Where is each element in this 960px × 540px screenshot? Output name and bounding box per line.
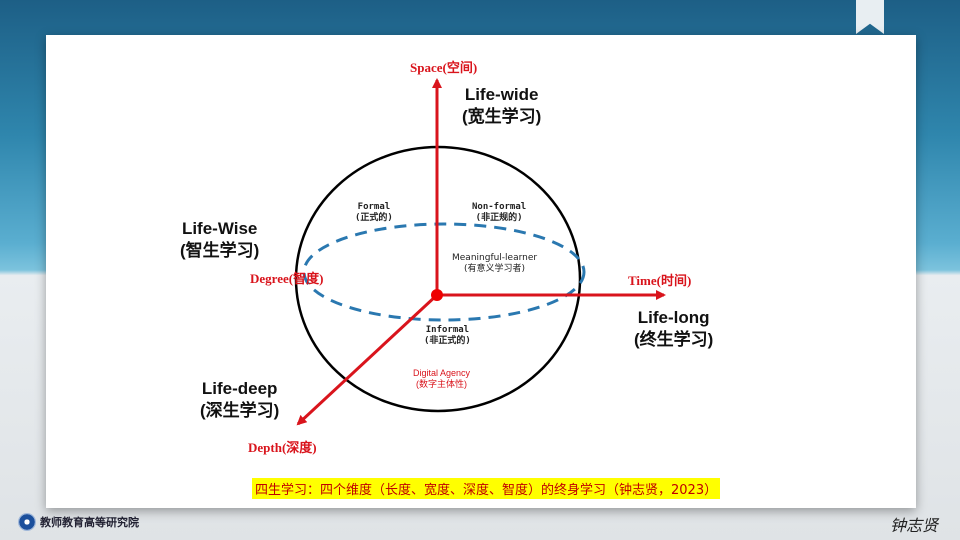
life-wise-zh: (智生学习) — [180, 241, 260, 260]
equator-dashed-ellipse — [302, 222, 586, 322]
degree-axis-label: Degree(智度) — [250, 271, 324, 286]
life-wise-en: Life-Wise — [181, 219, 258, 238]
life-long-zh: (终生学习) — [634, 330, 714, 349]
digital-agency-label: Digital Agency(数字主体性) — [413, 368, 470, 390]
caption: 四生学习：四个维度（长度、宽度、深度、智度）的终身学习（钟志贤，2023） — [252, 478, 721, 499]
footer-institute: 教师教育高等研究院 — [18, 513, 139, 531]
life-long-label: Life-long (终生学习) — [634, 307, 713, 351]
slide-card — [46, 35, 916, 508]
life-deep-zh: (深生学习) — [200, 401, 280, 420]
origin-dot — [431, 289, 443, 301]
life-wise-label: Life-Wise (智生学习) — [180, 218, 259, 262]
informal-zh: (非正式的) — [424, 336, 471, 346]
nonformal-en: Non-formal — [472, 202, 527, 212]
formal-zh: (正式的) — [355, 213, 393, 223]
life-deep-en: Life-deep — [201, 379, 278, 398]
nonformal-label: Non-formal(非正规的) — [472, 202, 526, 224]
institute-name: 教师教育高等研究院 — [40, 516, 139, 529]
digital-zh: (数字主体性) — [416, 379, 468, 389]
formal-label: Formal(正式的) — [355, 202, 393, 224]
institute-logo-icon — [18, 513, 36, 531]
life-wide-zh: (宽生学习) — [462, 107, 542, 126]
meaningful-zh: (有意义学习者) — [464, 264, 526, 274]
meaningful-learner-label: Meaningful-learner(有意义学习者) — [452, 253, 537, 275]
time-axis-label: Time(时间) — [628, 273, 692, 288]
formal-en: Formal — [357, 202, 391, 212]
informal-en: Informal — [425, 325, 470, 335]
depth-axis-arrow — [296, 293, 439, 426]
nonformal-zh: (非正规的) — [475, 213, 523, 223]
signature: 钟志贤 — [890, 516, 939, 535]
life-long-en: Life-long — [637, 308, 710, 327]
digital-en: Digital Agency — [413, 368, 471, 378]
life-wide-label: Life-wide (宽生学习) — [462, 84, 541, 128]
life-wide-en: Life-wide — [464, 85, 539, 104]
meaningful-en: Meaningful-learner — [452, 253, 538, 263]
life-deep-label: Life-deep (深生学习) — [200, 378, 279, 422]
space-axis-label: Space(空间) — [410, 60, 478, 75]
depth-axis-label: Depth(深度) — [248, 440, 317, 455]
informal-label: Informal(非正式的) — [424, 325, 471, 347]
